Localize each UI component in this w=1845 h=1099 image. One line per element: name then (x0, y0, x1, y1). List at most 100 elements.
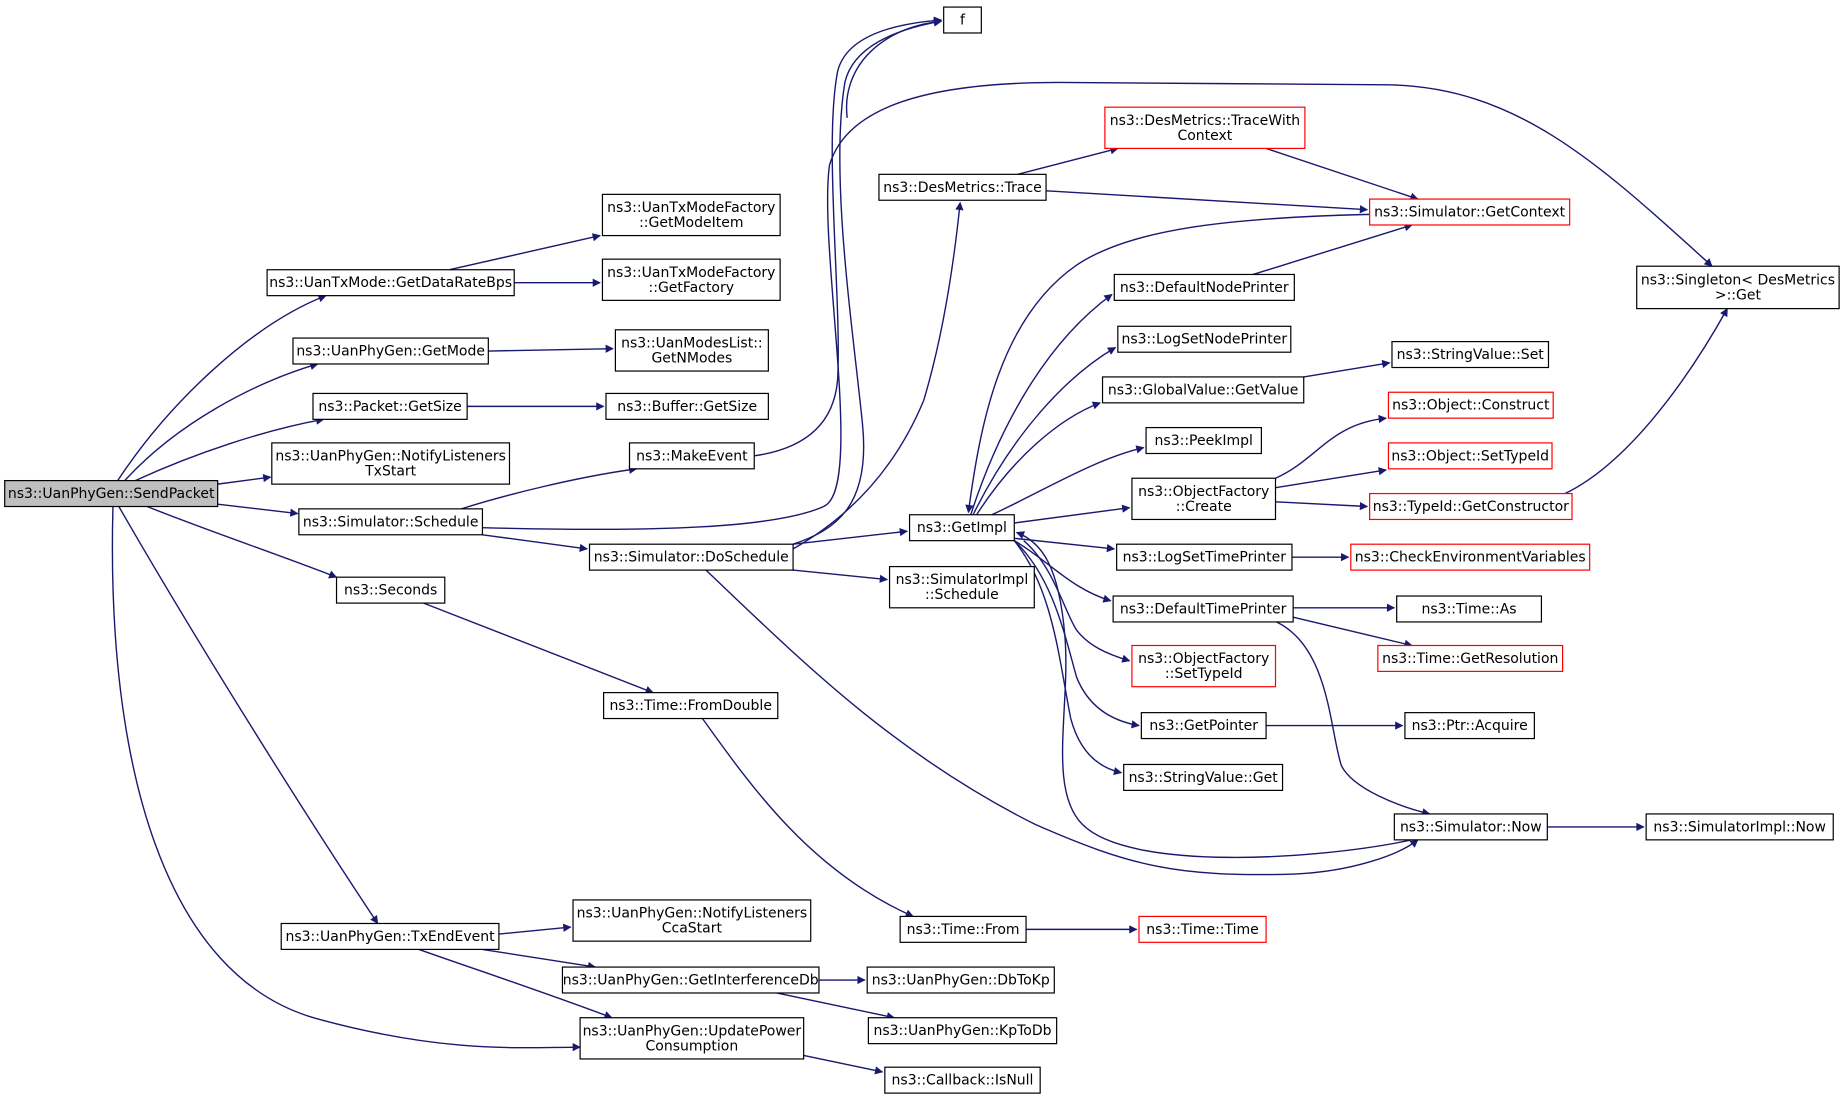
edge-doschedule-to-getimpl (793, 527, 909, 544)
node-logsetnodeprinter[interactable]: ns3::LogSetNodePrinter (1117, 325, 1292, 353)
node-objectconstruct[interactable]: ns3::Object::Construct (1387, 391, 1554, 419)
node-logsettimeprinter[interactable]: ns3::LogSetTimePrinter (1116, 543, 1293, 571)
edge-fromdouble-to-timefrom (702, 719, 914, 918)
node-objectfactorysettypeid[interactable]: ns3::ObjectFactory::SetTypeId (1131, 644, 1277, 688)
node-box (292, 337, 489, 365)
edge-objectfactorycreate-to-typeidgetconstructor (1275, 502, 1369, 511)
node-seconds[interactable]: ns3::Seconds (335, 576, 446, 604)
node-getdataratebps[interactable]: ns3::UanTxMode::GetDataRateBps (266, 269, 515, 297)
node-box (1391, 340, 1550, 369)
node-doschedule[interactable]: ns3::Simulator::DoSchedule (588, 543, 794, 571)
node-ptracquire[interactable]: ns3::Ptr::Acquire (1404, 712, 1535, 740)
node-getnmodes[interactable]: ns3::UanModesList::GetNModes (614, 329, 769, 372)
node-txendevent[interactable]: ns3::UanPhyGen::TxEndEvent (280, 922, 500, 951)
edge-schedule-to-singletonget (482, 82, 1713, 529)
node-stringvalueget[interactable]: ns3::StringValue::Get (1123, 763, 1284, 791)
node-objectsettypeid[interactable]: ns3::Object::SetTypeId (1387, 442, 1553, 470)
node-checkenvvars[interactable]: ns3::CheckEnvironmentVariables (1350, 543, 1591, 571)
node-box (628, 442, 755, 470)
node-box (1369, 492, 1573, 521)
node-callbackisnull[interactable]: ns3::Callback::IsNull (884, 1066, 1041, 1094)
node-box (561, 966, 820, 994)
node-getcontext[interactable]: ns3::Simulator::GetContext (1369, 198, 1571, 226)
node-label: ns3::GetPointer (1149, 718, 1258, 734)
edge-schedule-to-f (847, 17, 943, 118)
node-makeevent[interactable]: ns3::MakeEvent (628, 442, 755, 470)
node-fromdouble[interactable]: ns3::Time::FromDouble (603, 692, 779, 720)
node-box (899, 915, 1027, 943)
node-box (878, 173, 1047, 201)
node-getimpl[interactable]: ns3::GetImpl (908, 514, 1015, 542)
node-label: ::Schedule (925, 587, 999, 603)
edge-schedule-to-doschedule (482, 535, 588, 553)
node-label: CcaStart (662, 921, 723, 937)
node-globalvaluegetvalue[interactable]: ns3::GlobalValue::GetValue (1101, 376, 1305, 404)
node-label: ns3::DesMetrics::Trace (883, 180, 1042, 196)
node-singletonget[interactable]: ns3::Singleton< DesMetrics >::Get (1636, 265, 1840, 310)
node-getpointer[interactable]: ns3::GetPointer (1140, 712, 1267, 740)
node-simimplschedule[interactable]: ns3::SimulatorImpl::Schedule (888, 565, 1035, 609)
node-simimplnow[interactable]: ns3::SimulatorImpl::Now (1645, 813, 1834, 841)
node-box (867, 1017, 1058, 1045)
node-getmodeitem[interactable]: ns3::UanTxModeFactory::GetModeItem (601, 193, 781, 237)
node-label: ns3::UanTxModeFactory (607, 200, 775, 216)
node-getfactory[interactable]: ns3::UanTxModeFactory::GetFactory (601, 258, 781, 301)
node-typeidgetconstructor[interactable]: ns3::TypeId::GetConstructor (1369, 492, 1573, 521)
node-schedule[interactable]: ns3::Simulator::Schedule (298, 508, 484, 536)
edge-getimpl-to-globalvaluegetvalue (977, 401, 1101, 515)
node-defaultnodeprinter[interactable]: ns3::DefaultNodePrinter (1113, 273, 1295, 301)
node-dbtokp[interactable]: ns3::UanPhyGen::DbToKp (866, 966, 1055, 994)
edge-txendevent-to-getinterferencedb (482, 949, 597, 971)
node-f[interactable]: f (943, 6, 982, 34)
node-defaulttimeprinter[interactable]: ns3::DefaultTimePrinter (1112, 595, 1294, 623)
node-label: ns3::UanPhyGen::SendPacket (8, 486, 215, 502)
node-label: ns3::Simulator::GetContext (1374, 205, 1566, 221)
node-stringvalueset[interactable]: ns3::StringValue::Set (1391, 340, 1550, 369)
node-peekimpl[interactable]: ns3::PeekImpl (1145, 426, 1262, 455)
node-label: ns3::Time::Time (1146, 922, 1258, 938)
node-label: ns3::UanTxMode::GetDataRateBps (269, 275, 512, 291)
node-simulatornow[interactable]: ns3::Simulator::Now (1393, 813, 1548, 841)
node-label: ns3::LogSetTimePrinter (1123, 550, 1287, 566)
edge-getinterferencedb-to-kptodb (777, 993, 896, 1021)
edge-tracewithcontext-to-getcontext (1266, 148, 1419, 201)
node-label: ns3::SimulatorImpl::Now (1653, 819, 1826, 835)
node-label: ns3::Simulator::Schedule (303, 514, 479, 530)
node-label: ns3::UanPhyGen::UpdatePower (583, 1023, 802, 1039)
node-getmode[interactable]: ns3::UanPhyGen::GetMode (292, 337, 489, 365)
node-box (1104, 106, 1306, 150)
node-label: >::Get (1715, 287, 1762, 303)
node-label: Context (1177, 128, 1232, 144)
node-box (588, 543, 794, 571)
node-timefrom[interactable]: ns3::Time::From (899, 915, 1027, 943)
node-label: ns3::Seconds (344, 583, 437, 599)
node-label: ns3::Ptr::Acquire (1412, 718, 1528, 734)
node-box (1369, 198, 1571, 226)
node-packetgetsize[interactable]: ns3::Packet::GetSize (312, 392, 468, 420)
node-box (943, 6, 982, 34)
node-box (605, 392, 769, 420)
node-sendpacket[interactable]: ns3::UanPhyGen::SendPacket (4, 479, 219, 508)
node-box (884, 1066, 1041, 1094)
node-box (335, 576, 446, 604)
node-timegetresolution[interactable]: ns3::Time::GetResolution (1377, 644, 1564, 673)
node-timetime[interactable]: ns3::Time::Time (1138, 915, 1267, 943)
node-box (614, 329, 769, 372)
node-getinterferencedb[interactable]: ns3::UanPhyGen::GetInterferenceDb (561, 966, 820, 994)
node-desmetricstrace[interactable]: ns3::DesMetrics::Trace (878, 173, 1047, 201)
node-timeas[interactable]: ns3::Time::As (1396, 595, 1543, 623)
edge-txendevent-to-updatepower (419, 949, 613, 1019)
node-buffergetsize[interactable]: ns3::Buffer::GetSize (605, 392, 769, 420)
node-label: ns3::DefaultTimePrinter (1120, 601, 1287, 617)
node-box (266, 269, 515, 297)
node-box (271, 442, 511, 485)
edge-sendpacket-to-notifytxstart (218, 473, 272, 484)
node-label: ns3::DefaultNodePrinter (1120, 280, 1289, 296)
node-objectfactorycreate[interactable]: ns3::ObjectFactory::Create (1131, 477, 1277, 521)
node-kptodb[interactable]: ns3::UanPhyGen::KpToDb (867, 1017, 1058, 1045)
edge-getimpl-to-getpointer (1014, 541, 1140, 729)
